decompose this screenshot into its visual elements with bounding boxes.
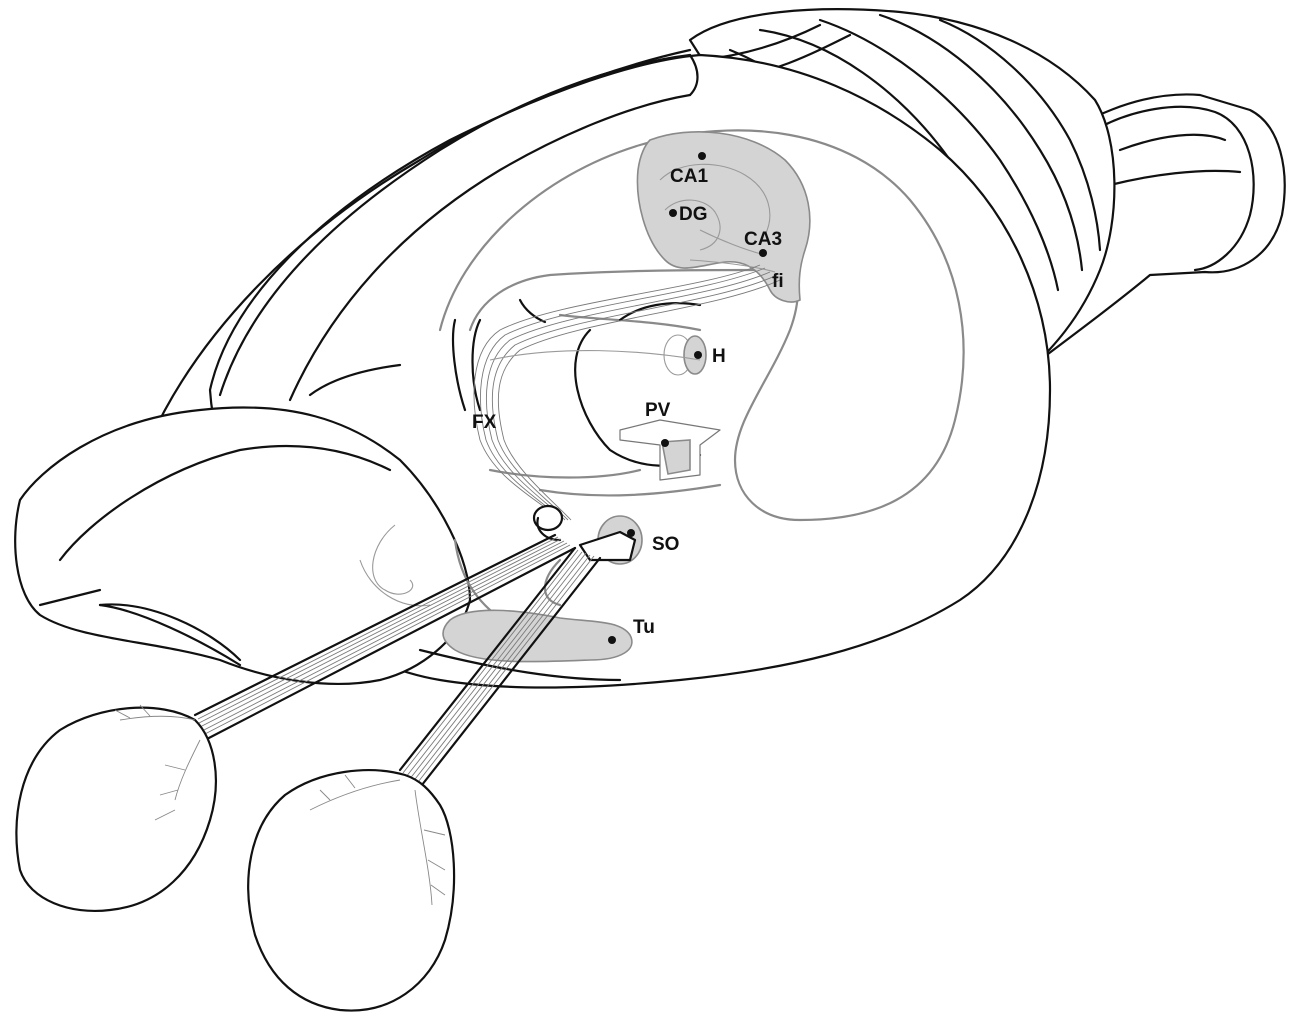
label-fi: fi	[772, 271, 784, 292]
label-ca3: CA3	[744, 229, 782, 250]
label-so: SO	[652, 534, 679, 555]
ca3-dot	[759, 249, 767, 257]
tu-dot	[608, 636, 616, 644]
ca1-dot	[698, 152, 706, 160]
olfactory-bulb-left	[16, 705, 215, 911]
so-dot	[627, 529, 635, 537]
label-dg: DG	[679, 204, 708, 225]
h-dot	[694, 351, 702, 359]
olfactory-bulb-right	[248, 770, 454, 1010]
label-fx: FX	[472, 412, 497, 433]
label-h: H	[712, 346, 726, 367]
label-ca1: CA1	[670, 166, 708, 187]
label-tu: Tu	[633, 617, 655, 638]
pv-dot	[661, 439, 669, 447]
dg-dot	[669, 209, 677, 217]
label-pv: PV	[645, 400, 671, 421]
